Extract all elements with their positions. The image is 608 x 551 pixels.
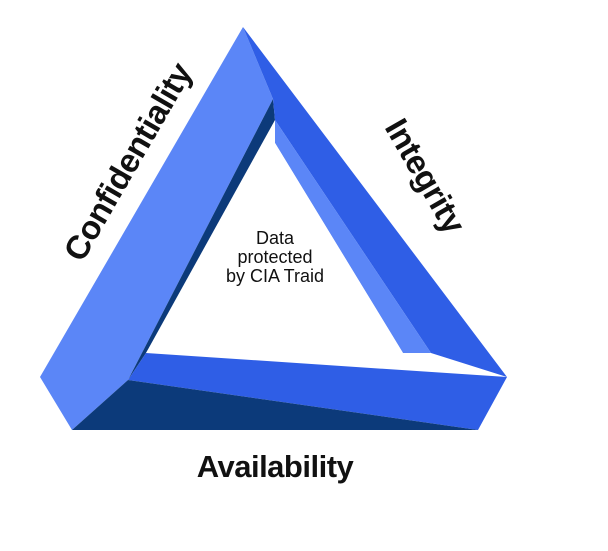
triangle-inner-hole [146,143,403,353]
triangle-left-face [40,27,273,430]
center-caption: Data protected by CIA Traid [212,229,338,286]
center-caption-line-2: protected [237,247,313,267]
center-caption-line-1: Data [255,228,295,248]
triangle-left-inner-face [128,99,275,380]
triangle-bottom-front-face [72,380,478,430]
triangle-right-face [243,27,507,377]
availability-label: Availability [196,449,354,484]
center-caption-line-3: by CIA Traid [225,266,325,286]
triangle-right-inner-face [275,120,431,353]
triangle-bottom-top-face [128,353,507,430]
